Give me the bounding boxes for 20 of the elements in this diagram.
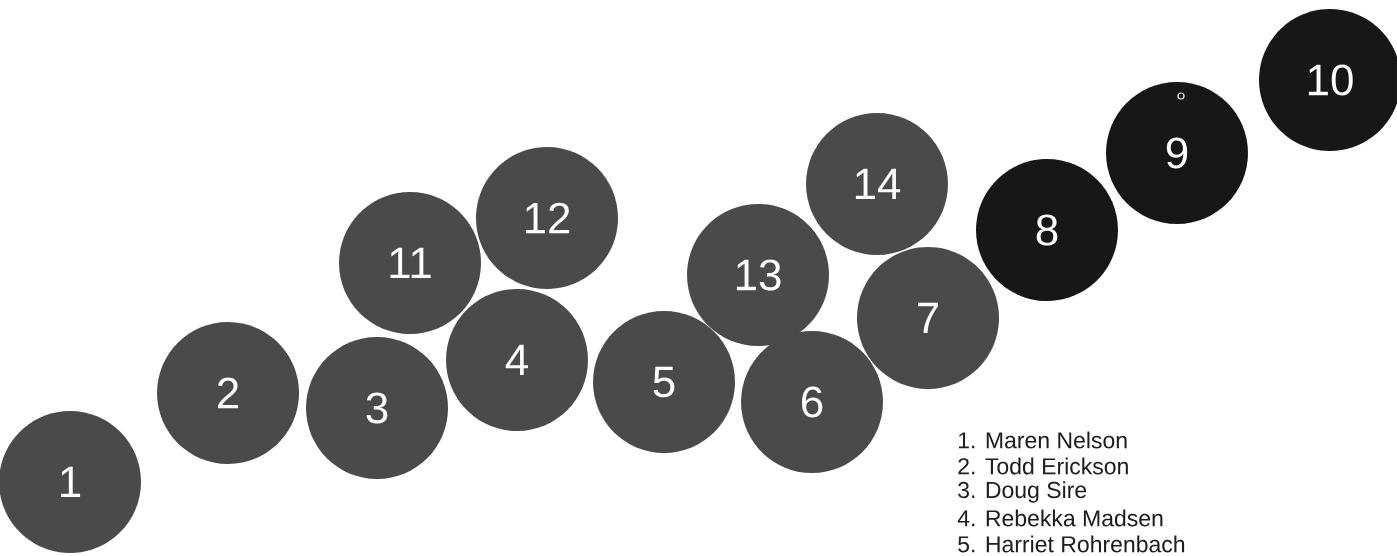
number-disc: 13: [687, 204, 829, 346]
number-disc: 5: [593, 311, 735, 453]
number-disc: 12: [476, 147, 618, 289]
number-disc: 8: [976, 159, 1118, 301]
number-disc: 11: [339, 192, 481, 334]
legend-entry: 5. Harriet Rohrenbach: [958, 535, 1185, 553]
node-label: 13: [736, 259, 781, 291]
number-disc: 9: [1106, 82, 1248, 224]
number-disc: 2: [157, 322, 299, 464]
legend-entry: 4. Rebekka Madsen: [957, 509, 1163, 527]
legend-entry: 3. Doug Sire: [958, 481, 1087, 503]
number-disc: 14: [806, 113, 948, 255]
legend-entry: 2. Todd Erickson: [958, 457, 1128, 475]
node-label: 6: [802, 386, 823, 418]
number-disc: 3: [306, 337, 448, 479]
node-label: 11: [390, 247, 431, 279]
number-disc: 7: [857, 247, 999, 389]
number-disc: 4: [446, 289, 588, 431]
legend-entry: 1. Maren Nelson: [958, 431, 1127, 449]
number-disc: 6: [741, 331, 883, 473]
